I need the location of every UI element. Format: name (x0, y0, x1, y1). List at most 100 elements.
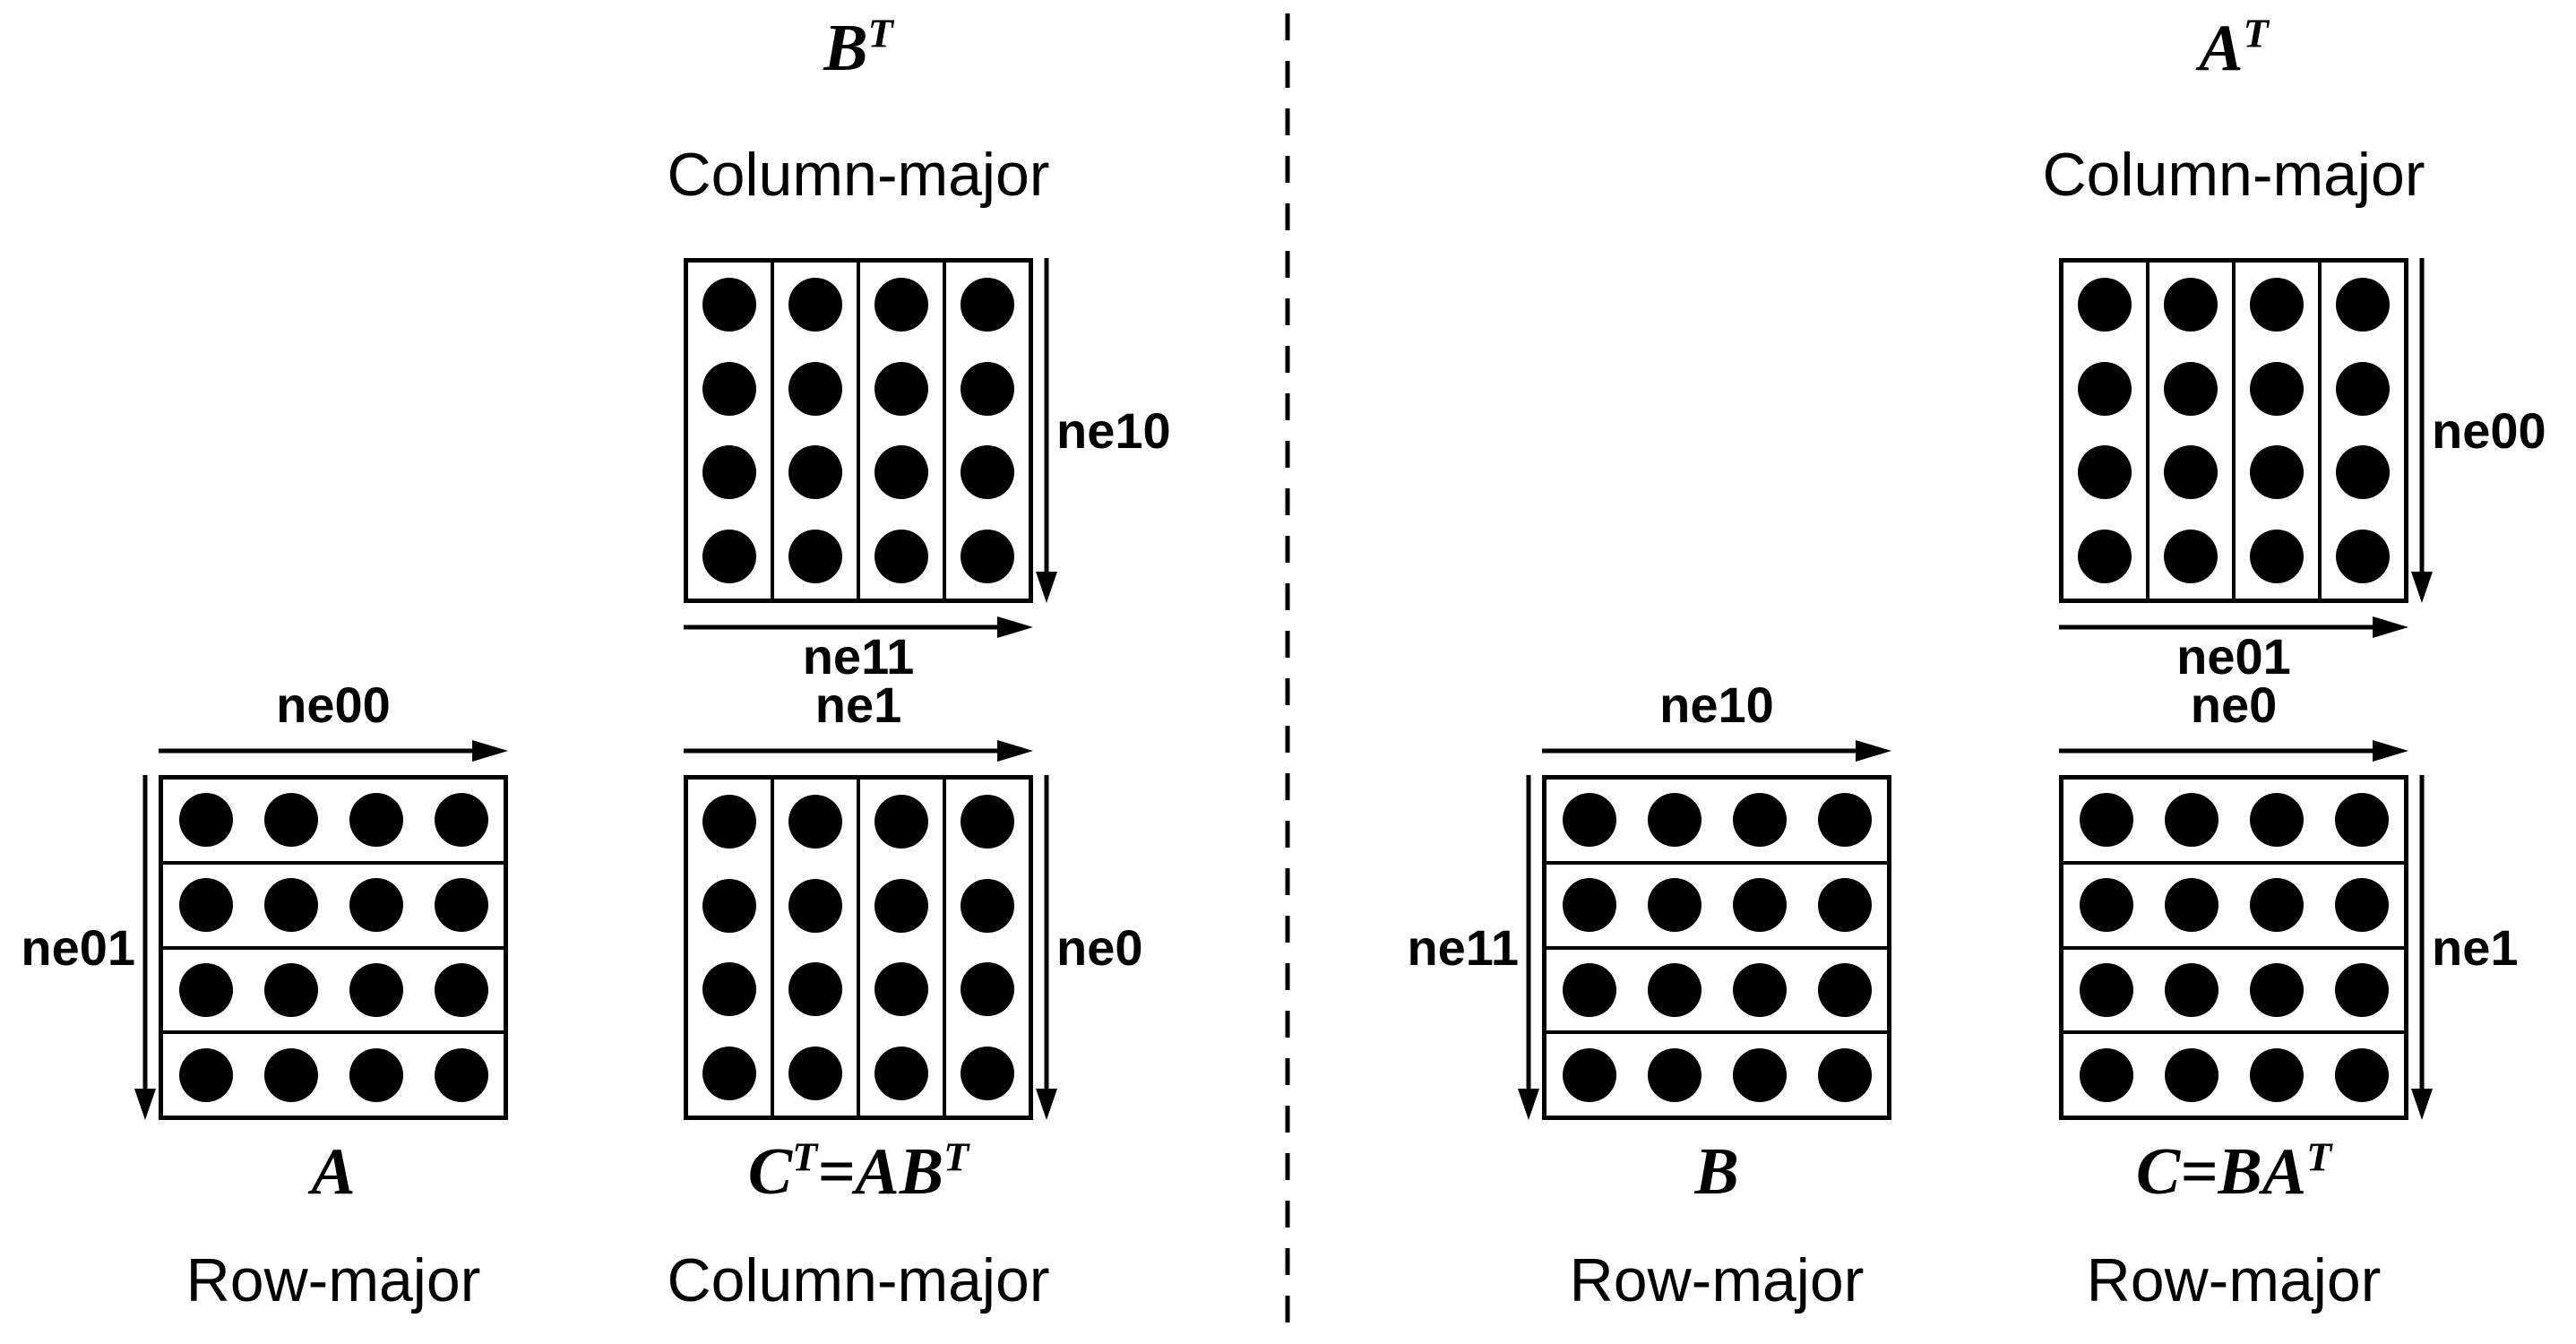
matrix-dot (2164, 878, 2218, 933)
right-arrow-icon (2059, 740, 2408, 762)
down-arrow-icon (1036, 775, 1057, 1120)
matrix-dot (2334, 962, 2389, 1017)
down-arrow-icon (1036, 258, 1057, 603)
matrix-dot (788, 1047, 842, 1101)
c-transpose-matrix: ne1 ne0 (684, 680, 1143, 1120)
matrix-dot (1817, 793, 1872, 848)
a-transpose-matrix: ne00 ne01 (2059, 258, 2546, 682)
matrix-cell (688, 780, 774, 1116)
matrix-dot (2079, 878, 2133, 933)
b-matrix: ne10 ne11 (1407, 680, 1891, 1120)
matrix-dot (874, 962, 928, 1017)
matrix-dot (178, 1047, 233, 1102)
b-transpose-title: BT (823, 10, 893, 85)
right-arrow-icon (684, 740, 1033, 762)
c-grid (2059, 775, 2408, 1120)
matrix-dot (2249, 1047, 2304, 1102)
matrix-dot (702, 1047, 756, 1101)
title-superscript: T (792, 1133, 818, 1180)
c-matrix: ne0 ne1 (2059, 680, 2519, 1120)
matrix-dot (2249, 878, 2304, 933)
matrix-cell (1546, 865, 1887, 950)
matrix-dot (2249, 962, 2304, 1017)
matrix-cell (2063, 1034, 2404, 1116)
matrix-dot (2334, 1047, 2389, 1102)
matrix-dot (1817, 1047, 1872, 1102)
c-transpose-title: CT=ABT (747, 1133, 969, 1209)
matrix-dot (874, 1047, 928, 1101)
title-equation: =AB (817, 1135, 944, 1209)
matrix-dot (2079, 962, 2133, 1017)
matrix-dot (961, 1047, 1014, 1101)
a-transpose-title: AT (2199, 12, 2268, 85)
matrix-dot (2250, 277, 2304, 332)
matrix-dot (874, 878, 928, 933)
ne00-label: ne00 (276, 676, 391, 733)
matrix-cell (1546, 950, 1887, 1035)
matrix-dot (349, 962, 403, 1017)
c-transpose-grid (684, 775, 1033, 1120)
matrix-dot (961, 878, 1014, 933)
matrix-dot (2078, 445, 2132, 500)
b-transpose-group: BT Column-major ne10 ne11 (668, 0, 1171, 1344)
matrix-dot (961, 277, 1014, 332)
title-superscript: T (867, 10, 893, 56)
matrix-dot (961, 794, 1014, 849)
matrix-dot (2078, 277, 2132, 332)
right-arrow-icon (2059, 616, 2408, 638)
matrix-dot (2336, 445, 2390, 500)
matrix-cell (163, 1034, 504, 1116)
a-transpose-storage-label: Column-major (2042, 141, 2425, 209)
matrix-dot (1732, 793, 1787, 848)
matrix-dot (2078, 361, 2132, 416)
ne11-label: ne11 (802, 628, 915, 685)
panel-divider (1285, 13, 1290, 1331)
matrix-dot (2250, 445, 2304, 500)
ne10-label: ne10 (1056, 401, 1171, 459)
c-transpose-group: ne1 ne0 CT=ABT Column-major (668, 0, 1143, 1344)
title-base: C (747, 1135, 793, 1209)
down-arrow-icon (2411, 258, 2433, 603)
matrix-dot (874, 361, 928, 416)
c-storage-label: Row-major (2086, 1246, 2382, 1314)
ne1-label: ne1 (814, 676, 902, 733)
matrix-dot (874, 277, 928, 332)
matrix-dot (349, 793, 403, 848)
matrix-cell (860, 263, 946, 599)
matrix-dot (788, 445, 842, 500)
matrix-dot (263, 1047, 318, 1102)
matrix-dot (1562, 878, 1616, 933)
matrix-cell (2322, 263, 2404, 599)
matrix-dot (2078, 530, 2132, 584)
matrix-dot (2249, 793, 2304, 848)
a-storage-label: Row-major (185, 1246, 481, 1314)
matrix-dot (349, 878, 403, 933)
ne0-label: ne0 (2190, 676, 2278, 733)
a-matrix-group: ne00 ne01 A Row-major (21, 0, 508, 1344)
ne01-label: ne01 (2176, 628, 2291, 685)
matrix-dot (2164, 445, 2218, 500)
matrix-dot (2336, 530, 2390, 584)
matrix-dot (702, 361, 756, 416)
right-arrow-icon (684, 616, 1033, 638)
down-arrow-icon (134, 775, 156, 1120)
matrix-dot (263, 878, 318, 933)
matrix-dot (2079, 1047, 2133, 1102)
matrix-cell (163, 865, 504, 950)
ne0-label: ne0 (1056, 918, 1143, 976)
matrix-dot (178, 878, 233, 933)
matrix-dot (434, 878, 488, 933)
ne10-label: ne10 (1659, 676, 1774, 733)
b-transpose-matrix: ne10 ne11 (684, 258, 1171, 682)
matrix-dot (1817, 878, 1872, 933)
down-arrow-icon (2411, 775, 2433, 1120)
a-matrix-title: A (311, 1135, 355, 1209)
matrix-cell (946, 780, 1029, 1116)
matrix-dot (788, 277, 842, 332)
matrix-dot (702, 794, 756, 849)
matrix-dot (434, 962, 488, 1017)
b-transpose-grid (684, 258, 1033, 603)
matrix-dot (788, 530, 842, 584)
title-superscript: T (943, 1133, 969, 1180)
matrix-dot (178, 793, 233, 848)
